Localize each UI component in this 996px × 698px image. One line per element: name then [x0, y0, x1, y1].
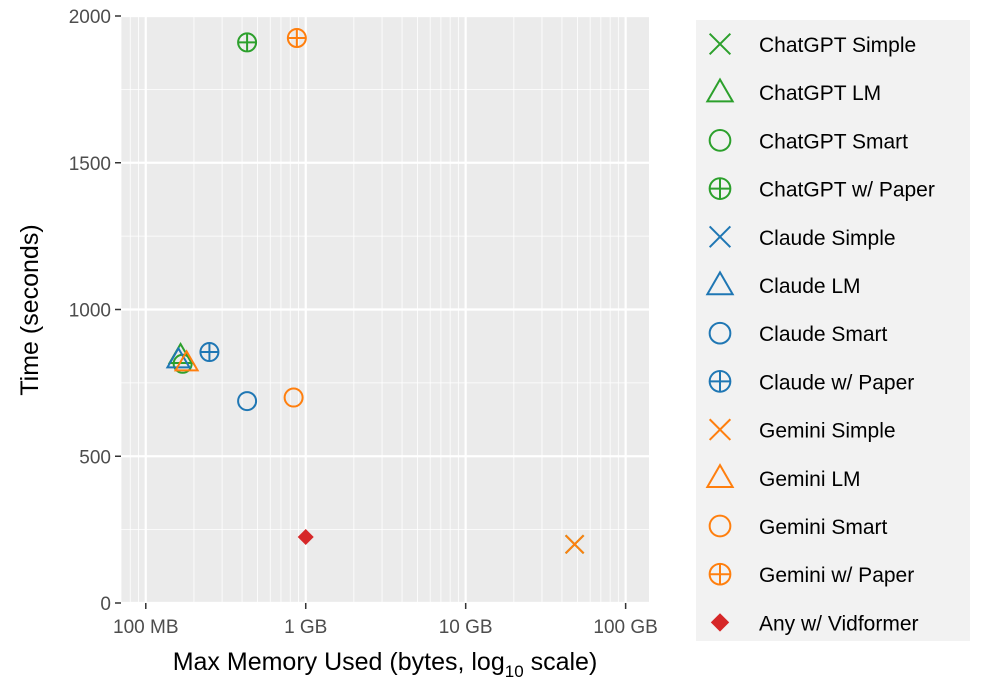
x-tick-label: 100 GB: [593, 617, 657, 638]
legend-label: Gemini w/ Paper: [759, 564, 914, 587]
legend-label: Claude w/ Paper: [759, 371, 914, 394]
legend-item-claude-simple: Claude Simple: [708, 225, 896, 250]
legend-key-claude-lm: [705, 270, 735, 296]
y-axis-title: Time (seconds): [16, 224, 44, 395]
legend-label: ChatGPT Smart: [759, 130, 908, 153]
legend-key-any-w-vidformer: [710, 613, 730, 632]
x-axis-title-subscript: 10: [505, 662, 524, 681]
legend-key-claude-smart: [708, 321, 732, 345]
data-point-claude-smart: [237, 391, 258, 412]
x-axis-title-tail: scale): [524, 648, 598, 676]
x-axis-title-main: Max Memory Used (bytes, log: [173, 648, 505, 676]
legend-key-gemini-w-paper: [708, 562, 732, 586]
legend-item-chatgpt-smart: ChatGPT Smart: [708, 129, 908, 153]
legend-label: Claude Simple: [759, 227, 896, 250]
y-tick-label: 0: [100, 594, 111, 615]
grid: [120, 14, 649, 605]
legend-item-chatgpt-w-paper: ChatGPT w/ Paper: [708, 177, 935, 202]
data-point-gemini-simple: [564, 534, 585, 555]
legend-item-gemini-lm: Gemini LM: [705, 463, 861, 491]
legend-item-gemini-simple: Gemini Simple: [708, 418, 896, 443]
x-tick-label: 100 MB: [113, 617, 178, 638]
legend-item-gemini-w-paper: Gemini w/ Paper: [708, 562, 914, 587]
legend-item-any-w-vidformer: Any w/ Vidformer: [710, 612, 919, 635]
data-point-claude-w-paper: [199, 342, 220, 363]
legend-key-claude-simple: [708, 225, 732, 248]
legend-label: ChatGPT LM: [759, 82, 881, 105]
data-point-chatgpt-w-paper: [237, 32, 258, 53]
legend-key-gemini-smart: [708, 514, 732, 538]
legend-label: ChatGPT w/ Paper: [759, 179, 935, 202]
y-tick-label: 2000: [69, 7, 111, 28]
legend-item-chatgpt-lm: ChatGPT LM: [705, 77, 881, 105]
legend-key-claude-w-paper: [708, 370, 732, 393]
legend-item-claude-w-paper: Claude w/ Paper: [708, 370, 914, 394]
legend-label: Gemini Smart: [759, 516, 888, 539]
legend-key-chatgpt-smart: [708, 129, 732, 152]
legend-key-gemini-lm: [705, 463, 735, 488]
y-tick-label: 500: [79, 447, 111, 468]
legend-item-claude-lm: Claude LM: [705, 270, 861, 298]
y-tick-label: 1500: [69, 154, 111, 175]
x-axis-title: Max Memory Used (bytes, log10 scale): [173, 648, 598, 681]
axes: 100 MB 1 GB 10 GB 100 GB 0 500 1000 1500 2000: [69, 7, 658, 638]
legend-label: ChatGPT Simple: [759, 34, 916, 57]
data-points: [165, 28, 585, 555]
legend-label: Gemini LM: [759, 468, 861, 491]
legend-background: [696, 20, 970, 641]
data-point-any-w-vidformer: [297, 528, 314, 545]
legend-label: Gemini Simple: [759, 420, 896, 443]
x-tick-label: 1 GB: [284, 617, 327, 638]
legend-key-chatgpt-lm: [705, 77, 735, 103]
legend-label: Any w/ Vidformer: [759, 612, 919, 635]
legend-item-chatgpt-simple: ChatGPT Simple: [708, 32, 916, 57]
x-tick-label: 10 GB: [439, 617, 493, 638]
y-tick-label: 1000: [69, 301, 111, 322]
data-point-gemini-w-paper: [286, 28, 307, 49]
legend-key-chatgpt-simple: [708, 32, 732, 56]
legend-item-gemini-smart: Gemini Smart: [708, 514, 888, 539]
legend-label: Claude LM: [759, 275, 861, 298]
data-point-gemini-lm: [173, 349, 200, 372]
legend-label: Claude Smart: [759, 323, 888, 346]
legend-item-claude-smart: Claude Smart: [708, 321, 888, 346]
data-point-gemini-smart: [283, 387, 304, 408]
legend-key-chatgpt-w-paper: [708, 177, 732, 200]
legend-key-gemini-simple: [708, 418, 732, 441]
